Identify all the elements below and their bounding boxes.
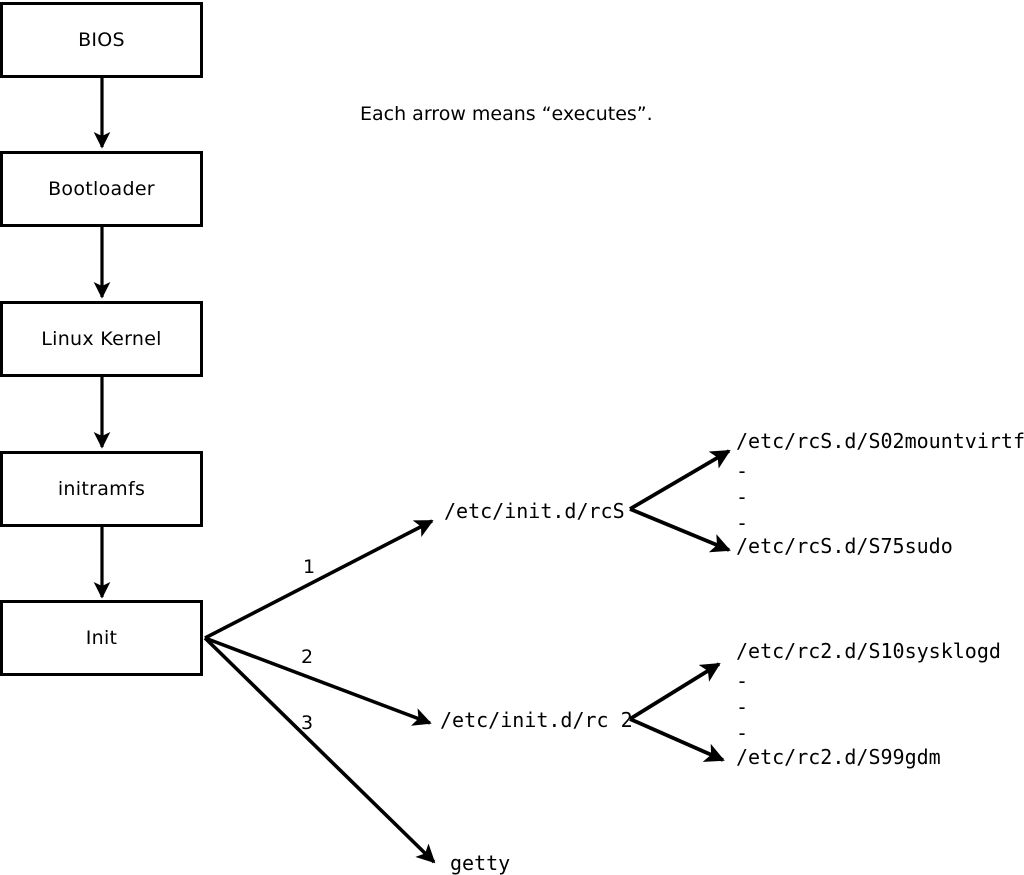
arrow-rcs-to-last-script: [629, 507, 731, 553]
rcs-ellipsis-dash-2: -: [736, 485, 749, 509]
node-initramfs[interactable]: initramfs: [0, 451, 203, 527]
node-bootloader[interactable]: Bootloader: [0, 151, 203, 227]
node-getty[interactable]: getty: [450, 851, 511, 875]
edge-label-2: 2: [301, 646, 314, 668]
node-init-label: Init: [85, 626, 118, 649]
arrow-rcs-to-first-script: [629, 449, 731, 511]
node-linux-kernel-label: Linux Kernel: [41, 327, 162, 350]
diagram-caption: Each arrow means “executes”.: [360, 103, 653, 125]
rc2-ellipsis-dash-3: -: [736, 721, 749, 745]
node-bios[interactable]: BIOS: [0, 2, 203, 78]
arrow-rc2-to-first-script: [629, 662, 721, 721]
rc2-script-last[interactable]: /etc/rc2.d/S99gdm: [736, 745, 941, 769]
arrow-init-to-rc2: [204, 636, 432, 726]
node-init[interactable]: Init: [0, 600, 203, 676]
arrow-init-to-getty: [203, 636, 436, 864]
rcs-ellipsis-dash-3: -: [736, 511, 749, 535]
rcs-script-first[interactable]: /etc/rcS.d/S02mountvirtfs: [736, 429, 1024, 453]
node-bootloader-label: Bootloader: [48, 177, 155, 200]
node-rc2-script[interactable]: /etc/init.d/rc 2: [440, 708, 633, 732]
edge-label-3: 3: [301, 712, 314, 734]
rcs-script-last[interactable]: /etc/rcS.d/S75sudo: [736, 534, 953, 558]
node-rcs-script[interactable]: /etc/init.d/rcS: [444, 499, 625, 523]
node-linux-kernel[interactable]: Linux Kernel: [0, 301, 203, 377]
rc2-ellipsis-dash-2: -: [736, 695, 749, 719]
rc2-ellipsis-dash-1: -: [736, 669, 749, 693]
edge-label-1: 1: [303, 556, 316, 578]
rcs-ellipsis-dash-1: -: [736, 459, 749, 483]
arrow-rc2-to-last-script: [629, 717, 725, 762]
node-bios-label: BIOS: [78, 28, 125, 51]
node-initramfs-label: initramfs: [57, 477, 146, 500]
rc2-script-first[interactable]: /etc/rc2.d/S10sysklogd: [736, 639, 1001, 663]
arrow-init-to-rcs: [204, 519, 434, 640]
